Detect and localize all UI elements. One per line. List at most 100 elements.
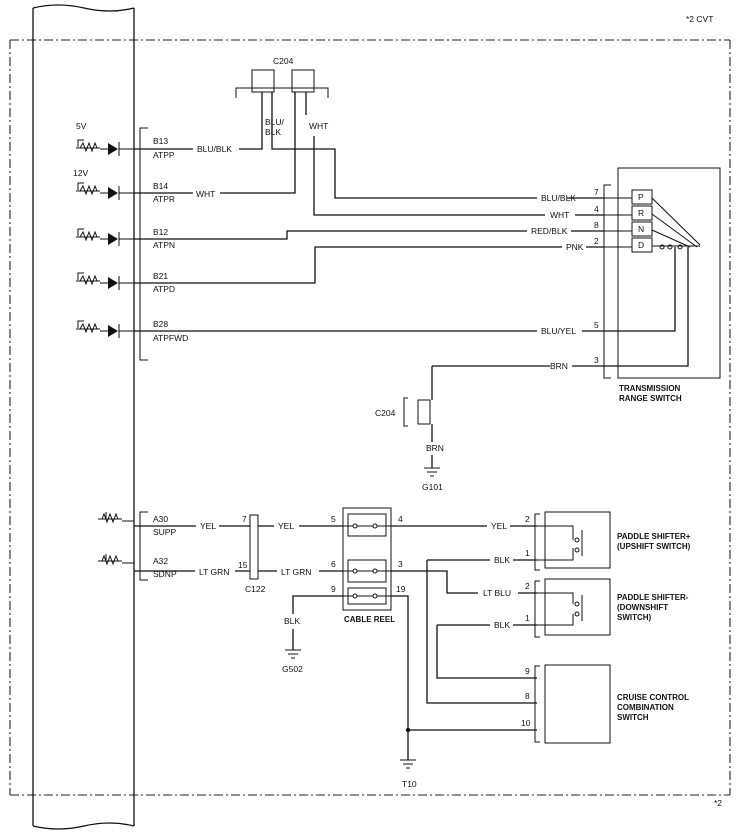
wire-b14-label: WHT [196,189,215,199]
pin-b12-label: B12 [153,227,168,237]
ecu-connector-a [139,511,148,581]
up-pin-2: 2 [525,514,530,524]
top-wiring: BLU/BLK WHT [134,92,562,332]
paddle-shifter-downshift: 2 1 PADDLE SHIFTER- (DOWNSHIFT SWITCH) [525,578,689,638]
diode-icon [108,277,118,289]
supply-5v-label: 5V [76,121,87,131]
cvt-note-bottom: *2 [714,798,722,808]
trs-pin-4: 4 [594,204,599,214]
cable-reel-pin-9: 9 [331,584,336,594]
pin-b21-label: B21 [153,271,168,281]
up-wire-blk: BLK [494,555,510,565]
cvt-note-top: *2 CVT [686,14,713,24]
trs-wire-wht: WHT [550,210,569,220]
trs-pin-5: 5 [594,320,599,330]
pin-b28-label: B28 [153,319,168,329]
paddle-up-title-1: PADDLE SHIFTER+ [617,532,691,541]
trs-wire-blu-yel: BLU/YEL [541,326,576,336]
wire-a32-label: LT GRN [199,567,229,577]
up-wire-yel: YEL [491,521,507,531]
pin-sdnp-label: SDNP [153,569,177,579]
cable-reel-pin-6: 6 [331,559,336,569]
cable-reel-pin-4: 4 [398,514,403,524]
pin-supp-label: SUPP [153,527,176,537]
trs-title-2: RANGE SWITCH [619,394,682,403]
wire-a30-label: YEL [200,521,216,531]
down-pin-2: 2 [525,581,530,591]
c204-wire-blk-label: BLK [265,127,281,137]
cable-reel-pin-5: 5 [331,514,336,524]
up-pin-1: 1 [525,548,530,558]
pullup-resistor-icon [76,272,100,286]
c204-mid-label: C204 [375,408,396,418]
pullup-resistor-icon [98,512,122,524]
pullup-resistor-icon [76,320,100,334]
cruise-title-2: COMBINATION [617,703,674,712]
ground-g101-label: G101 [422,482,443,492]
c122-wire-yel: YEL [278,521,294,531]
cruise-pin-8: 8 [525,691,530,701]
ecu-pin-b14: 12V B14 ATPR [73,168,175,204]
paddle-down-title-1: PADDLE SHIFTER- [617,593,689,602]
ecu-pin-b13: 5V B13 ATPP [76,121,175,160]
ecu-pin-a30: A30 SUPP YEL [98,512,250,537]
paddle-down-title-3: SWITCH) [617,613,652,622]
paddle-down-title-2: (DOWNSHIFT [617,603,668,612]
pin-atpr-label: ATPR [153,194,175,204]
c122-label: C122 [245,584,266,594]
trs-wire-red-blk: RED/BLK [531,226,568,236]
trs-pin-3: 3 [594,355,599,365]
cruise-control-switch: 9 8 10 CRUISE CONTROL COMBINATION SWITCH [521,664,689,744]
ecu-pin-b21: B21 ATPD [76,271,175,294]
ground-icon [424,467,440,477]
trs-position-boxes: P R N D [631,189,653,253]
trs-pin-7: 7 [594,187,599,197]
c122-connector: 7 15 C122 YEL LT GRN [238,514,343,594]
c204-mid-connector: C204 BRN G101 [375,365,550,492]
cable-reel-contacts [343,523,391,599]
cvt-dashed-frame [9,39,731,796]
trs-pin-2: 2 [594,236,599,246]
pin-a32-label: A32 [153,556,168,566]
ecu-connector-b [139,127,148,361]
c204-wire-blu-label: BLU/ [265,117,285,127]
c204-wire-wht-label: WHT [309,121,328,131]
cruise-pin-10: 10 [521,718,531,728]
pullup-resistor-icon [76,228,100,242]
diode-icon [108,233,118,245]
c204-top-label: C204 [273,56,294,66]
pullup-resistor-icon [98,554,122,566]
bottom-right-wiring: YEL BLK LT BLU BLK T10 [391,521,537,789]
cable-reel-pin-3: 3 [398,559,403,569]
trs-wire-blu-blk: BLU/BLK [541,193,576,203]
cruise-title-1: CRUISE CONTROL [617,693,689,702]
pin-atpn-label: ATPN [153,240,175,250]
trs-title-1: TRANSMISSION [619,384,681,393]
pin-atpd-label: ATPD [153,284,175,294]
c122-pin-15: 15 [238,560,248,570]
trs-position-p: P [638,192,644,202]
ecu-pin-b28: B28 ATPFWD [76,319,188,343]
pin-atpp-label: ATPP [153,150,175,160]
trs-position-d: D [638,240,644,250]
down-wire-blk: BLK [494,620,510,630]
c204-mid-wire-brn: BRN [426,443,444,453]
c122-pin-7: 7 [242,514,247,524]
pin-atpfwd-label: ATPFWD [153,333,188,343]
g502-wire-blk: BLK [284,616,300,626]
trs-wire-pnk: PNK [566,242,584,252]
trs-pin-8: 8 [594,220,599,230]
ecu-pin-b12: B12 ATPN [76,227,175,250]
ground-icon [400,759,416,769]
cable-reel-label: CABLE REEL [344,615,395,624]
pin-a30-label: A30 [153,514,168,524]
ecu-pin-a32: A32 SDNP LT GRN [98,554,250,579]
pullup-resistor-icon [76,182,100,196]
c122-wire-lt-grn: LT GRN [281,567,311,577]
pin-b14-label: B14 [153,181,168,191]
c204-top-connector: C204 BLU/ BLK WHT [235,56,329,137]
paddle-shifter-upshift: 2 1 PADDLE SHIFTER+ (UPSHIFT SWITCH) [525,511,691,571]
diode-icon [108,325,118,337]
trs-position-n: N [638,224,644,234]
